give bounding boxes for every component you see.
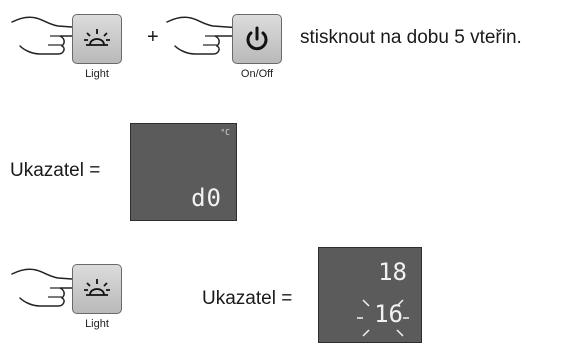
pointing-hand-icon [166, 16, 245, 55]
light-button-label: Light [85, 318, 109, 330]
temperature-display: °C d0 [130, 123, 237, 221]
onoff-button[interactable] [232, 14, 282, 64]
blink-indicator-icon [357, 299, 409, 337]
indicator-label: Ukazatel = [202, 288, 293, 309]
light-icon [84, 29, 110, 46]
power-icon [246, 26, 268, 51]
display-top-value: 18 [378, 258, 407, 286]
light-icon [84, 279, 110, 296]
light-button-label: Light [85, 68, 109, 80]
onoff-button-label: On/Off [240, 68, 274, 80]
light-button[interactable] [72, 14, 122, 64]
indicator-label: Ukazatel = [10, 160, 101, 181]
instruction-text: stisknout na dobu 5 vteřin. [300, 27, 522, 48]
plus-sign: + [147, 26, 159, 48]
display-value: d0 [191, 184, 222, 212]
unit-label: °C [220, 128, 230, 137]
temperature-display: 18 16 [318, 247, 422, 343]
light-button[interactable] [72, 264, 122, 314]
